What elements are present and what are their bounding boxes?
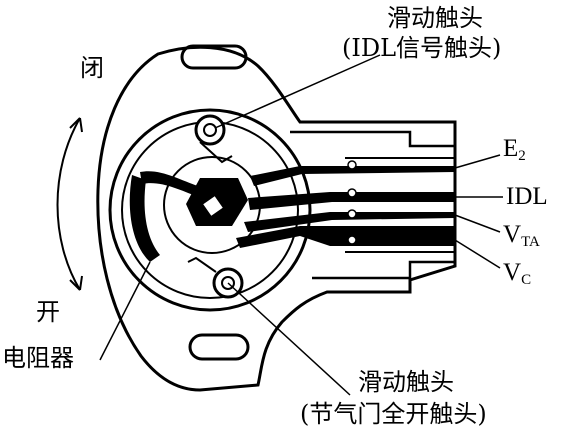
track-vta [244, 212, 455, 232]
label-vc: VC [503, 259, 532, 288]
connector-pins [347, 160, 357, 245]
label-idl: IDL [506, 183, 548, 210]
leader-full-open-contact [227, 282, 351, 396]
track-idl [248, 192, 455, 210]
label-resistor: 电阻器 [2, 344, 74, 372]
leader-idl-contact [214, 54, 381, 129]
track-e2 [250, 166, 455, 186]
outer-housing [96, 45, 457, 392]
label-sliding-contact-full-sub: (节气门全开触头) [300, 400, 487, 428]
label-sliding-contact-full: 滑动触头 [358, 368, 454, 396]
shaft-key [200, 193, 226, 219]
label-e2: E2 [503, 135, 526, 164]
leader-vc [454, 239, 501, 269]
track-vc [236, 226, 455, 248]
leader-e2 [454, 154, 501, 169]
label-sliding-contact-idl: 滑动触头 [387, 4, 483, 32]
full-open-contact-arm [187, 256, 217, 273]
label-sliding-contact-idl-sub: (IDL信号触头) [342, 34, 502, 62]
leader-resistor [99, 261, 151, 361]
rotor-ring-outer [108, 108, 312, 312]
rotation-arrow-top [69, 117, 83, 133]
rotation-arc [56, 117, 81, 291]
idl-contact-inner [203, 123, 217, 137]
label-close: 闭 [80, 54, 104, 82]
leader-vta [454, 214, 501, 233]
top-mount-slot [180, 44, 248, 70]
label-vta: VTA [503, 221, 540, 250]
resistor-strip-upper [140, 171, 198, 196]
rotation-arrow-bottom [69, 275, 83, 291]
idl-contact-arm [199, 141, 233, 164]
connector-body [290, 130, 457, 280]
connector-inner [345, 157, 455, 253]
bottom-mount-slot [188, 333, 250, 361]
label-open: 开 [36, 298, 60, 326]
resistor-strip [129, 175, 160, 262]
